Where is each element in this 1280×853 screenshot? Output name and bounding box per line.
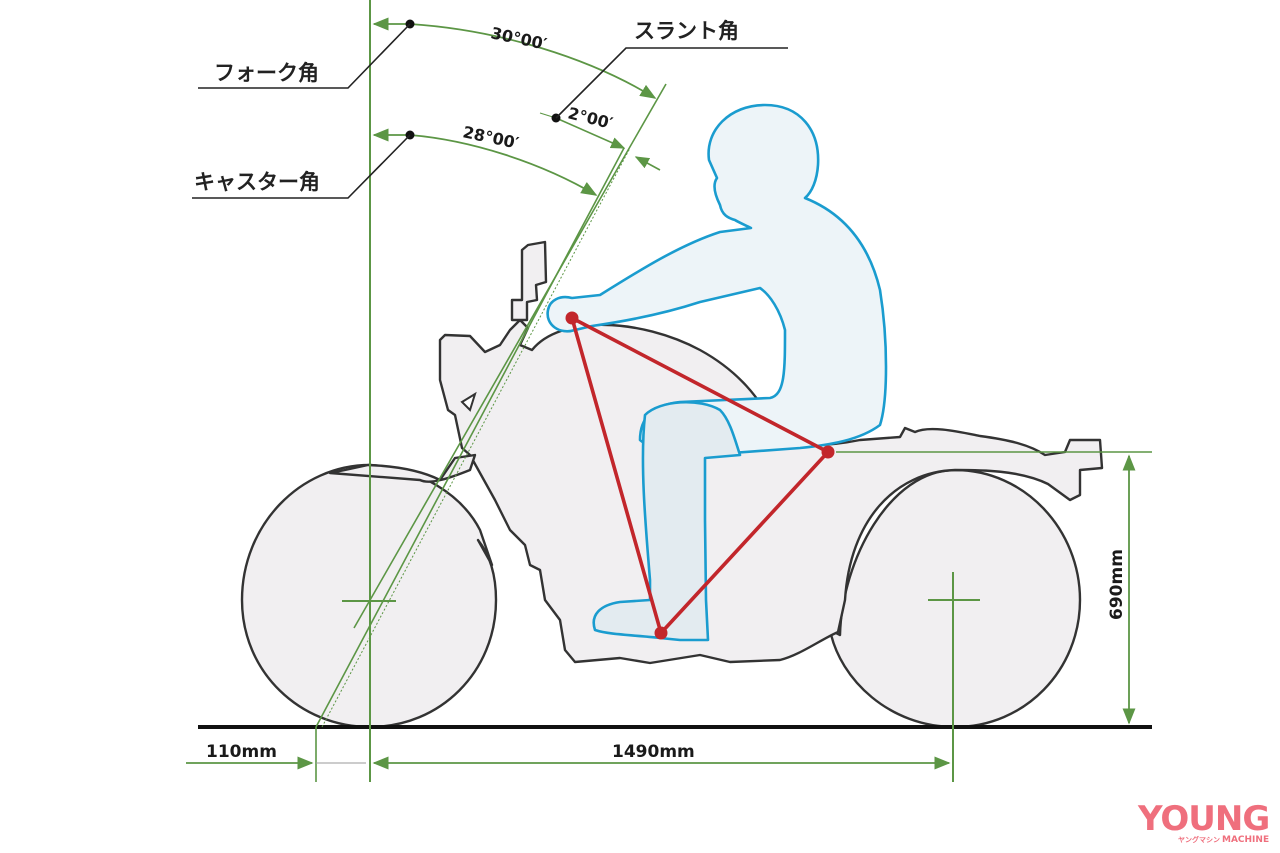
trail-value: 110mm [206,742,277,762]
dimension-seat-height: 690mm [1107,454,1136,725]
label-fork-angle: フォーク角 [198,23,411,89]
slant-angle-value: 2°00′ [566,103,615,132]
front-fender [328,453,477,483]
slant-angle-arc: 2°00′ [539,103,661,171]
logo-kana-text: ヤングマシン [1178,835,1220,844]
caster-angle-value: 28°00′ [461,122,520,152]
fork-angle-arc: 30°00′ [372,17,657,99]
logo-sub-text: MACHINE [1222,835,1269,845]
label-caster-angle: キャスター角 [192,134,411,199]
motorcycle-body [438,318,1104,665]
dimension-trail: 110mm [186,742,366,770]
seat-height-value: 690mm [1107,549,1127,620]
fork-angle-value: 30°00′ [489,23,548,53]
mirror [510,240,548,322]
seat-point [821,445,835,459]
rider-silhouette [546,103,888,642]
slant-angle-label: スラント角 [634,19,739,43]
rider-leg [592,400,742,642]
handlebar-point [565,311,579,325]
motorcycle-silhouette [240,240,1104,729]
dimension-wheelbase: 1490mm [372,742,951,770]
geometry-lines [315,0,1152,782]
caster-angle-label: キャスター角 [194,170,320,194]
rider-triangle [565,311,835,640]
wheelbase-value: 1490mm [612,742,695,762]
footpeg-point [654,626,668,640]
label-slant-angle: スラント角 [555,19,788,119]
logo-main-text: YOUNG [1137,799,1269,839]
rider-torso [546,103,888,457]
headlight-icon [460,391,477,412]
young-machine-logo: YOUNG ヤングマシン MACHINE [1137,799,1270,845]
fork-angle-label: フォーク角 [214,61,319,85]
caster-angle-arc: 28°00′ [372,122,598,196]
